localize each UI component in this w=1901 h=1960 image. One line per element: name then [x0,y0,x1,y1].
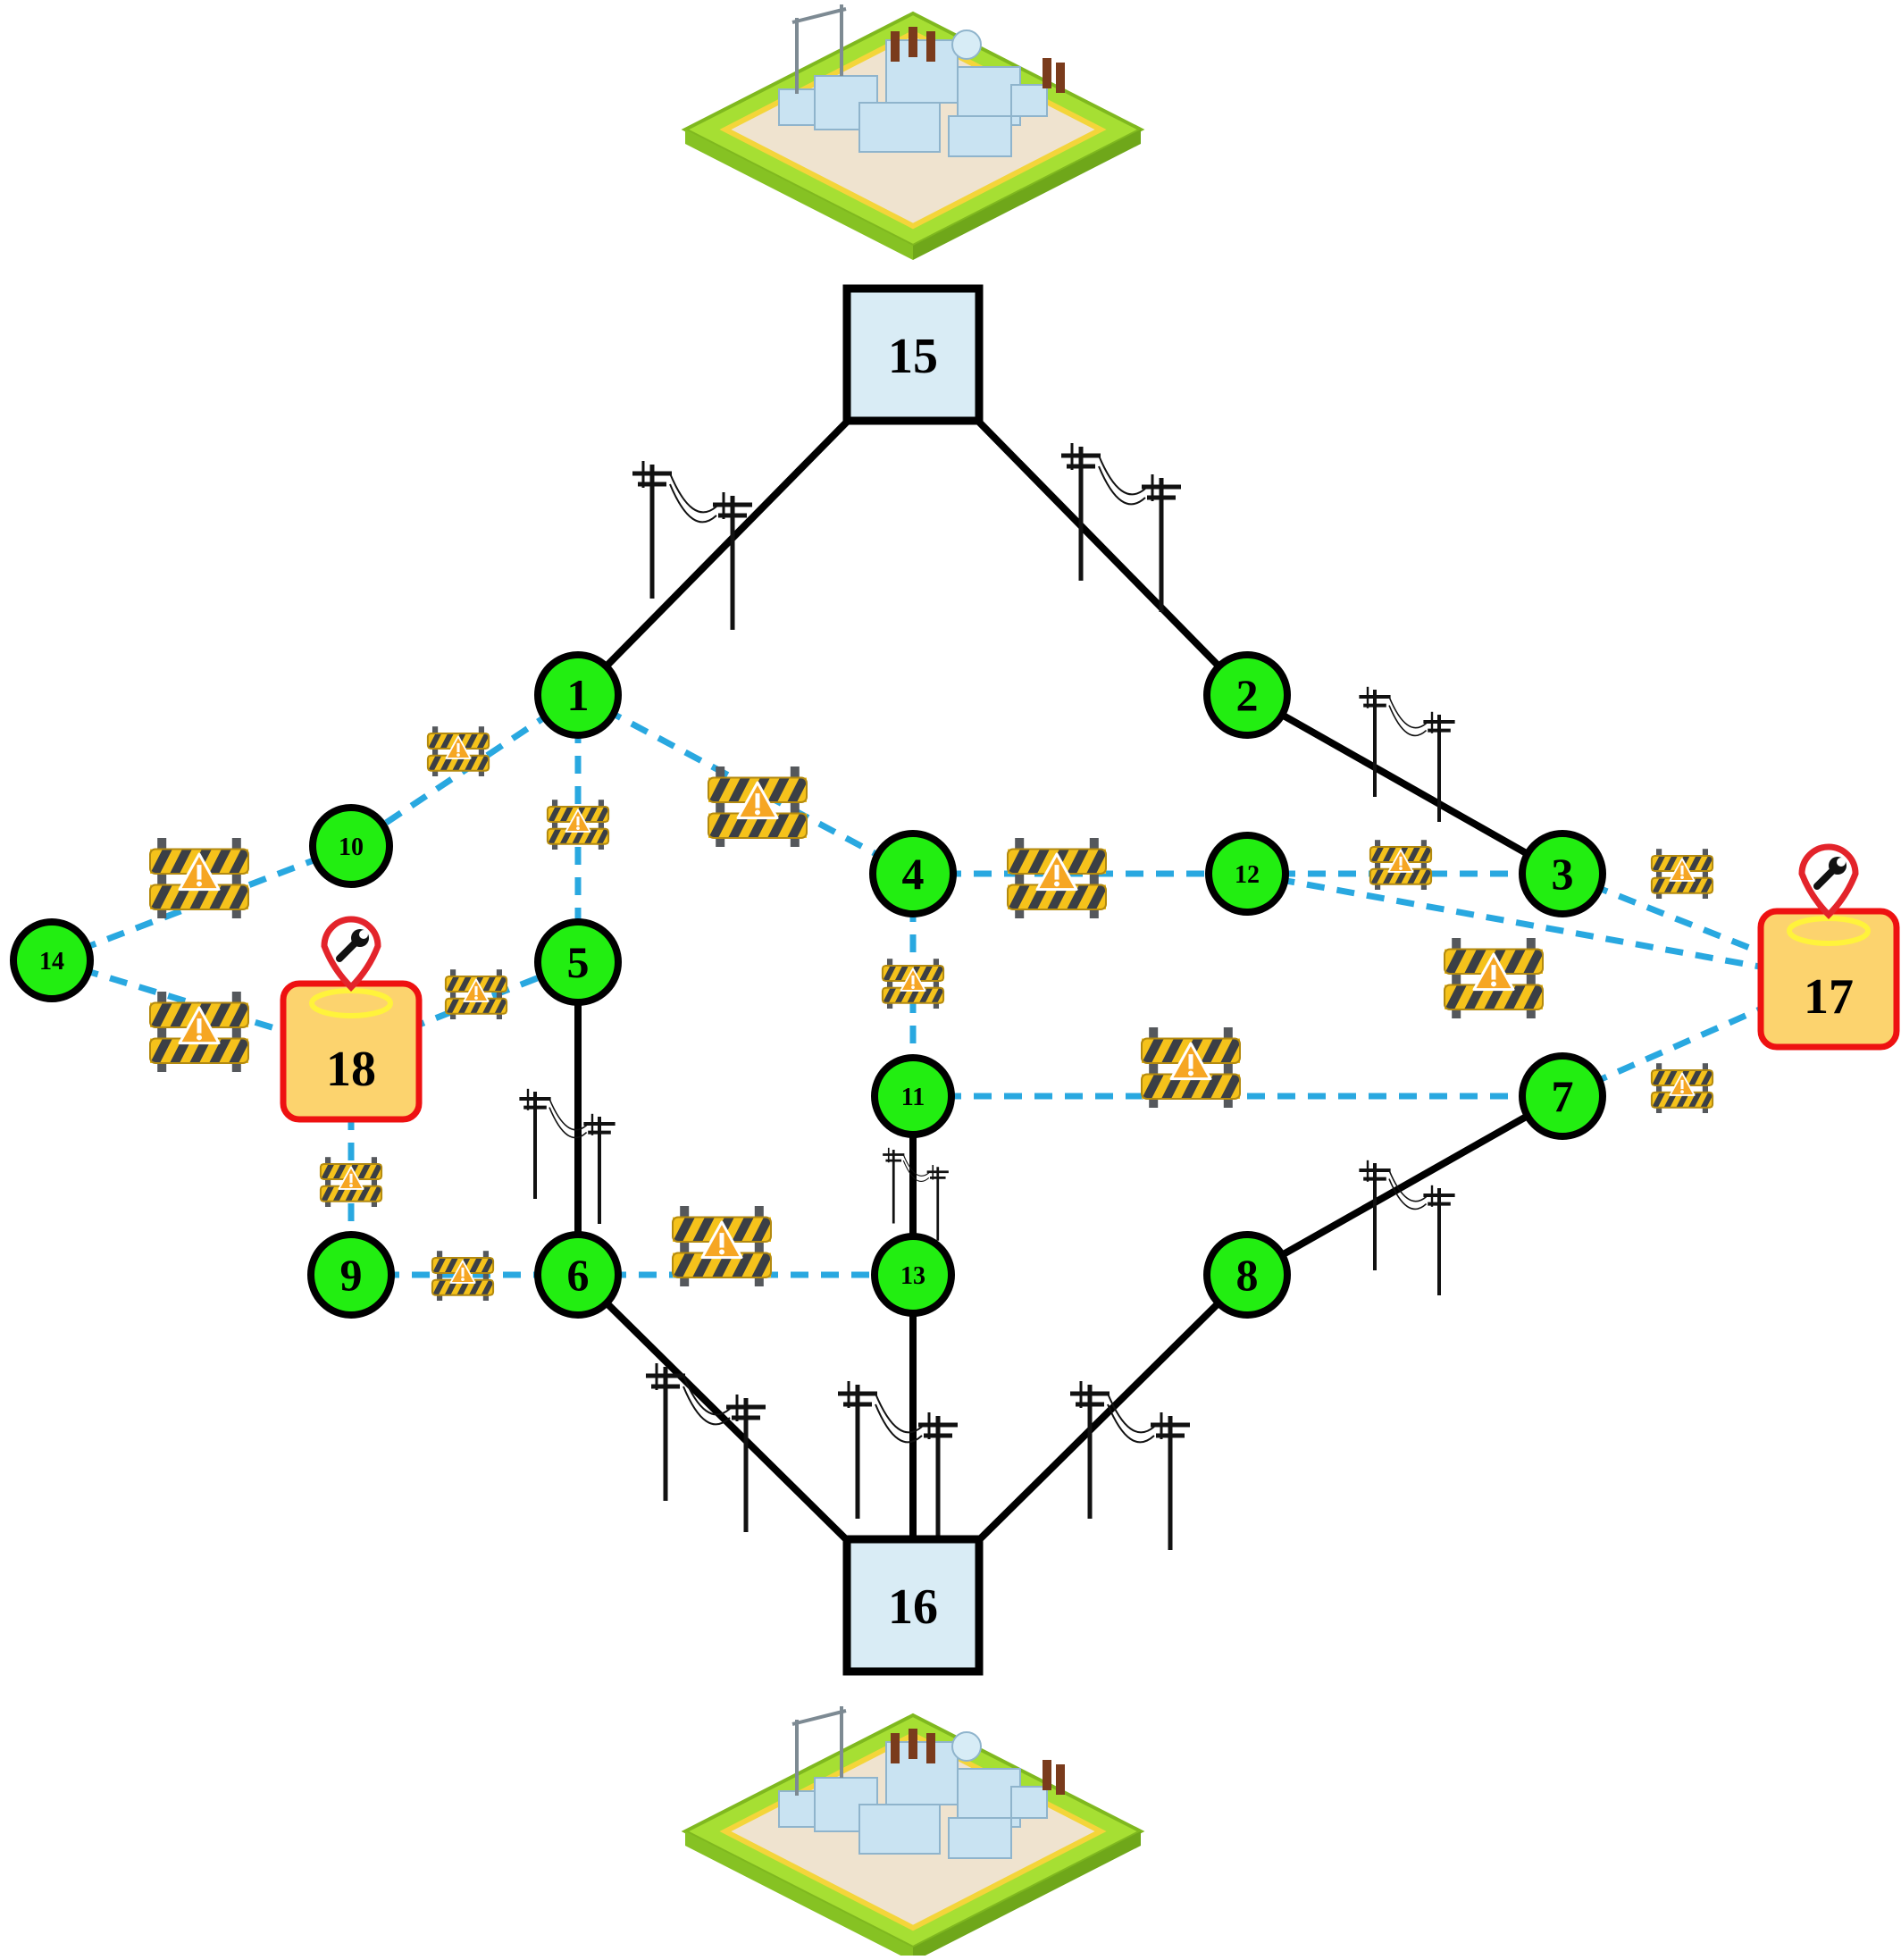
repair-label: 17 [1804,969,1854,1025]
node-label: 9 [340,1250,363,1300]
node-13[interactable]: 13 [871,1233,955,1317]
road-barrier-icon [149,838,249,918]
power-pole-icon [1359,686,1455,822]
node-12[interactable]: 12 [1205,832,1289,916]
road-barrier-icon [444,969,508,1019]
line-3-17 [1561,870,1830,983]
power-pole-icon [1061,443,1181,612]
node-label: 12 [1235,861,1260,889]
node-label: 4 [902,849,925,899]
road-barrier-icon [546,800,610,850]
road-barrier-icon [708,766,808,847]
substation-icon-top [681,4,1145,260]
node-label: 13 [900,1262,925,1290]
node-label: 11 [901,1084,925,1111]
node-11[interactable]: 11 [871,1054,955,1138]
node-7[interactable]: 7 [1519,1052,1606,1140]
node-9[interactable]: 9 [307,1231,395,1319]
node-label: 5 [567,937,590,987]
node-10[interactable]: 10 [309,804,393,888]
line-12-17 [1246,870,1830,983]
node-2[interactable]: 2 [1203,651,1291,739]
node-label: 3 [1552,849,1574,899]
node-6[interactable]: 6 [534,1231,622,1319]
line-2-3 [1245,691,1564,877]
repair-node-17[interactable]: 17 [1757,843,1900,1051]
road-barrier-icon [672,1206,772,1286]
road-barrier-icon [149,992,249,1072]
repair-label: 18 [326,1042,376,1097]
power-pole-icon [632,461,752,630]
node-1[interactable]: 1 [534,651,622,739]
node-label: 1 [567,670,590,720]
line-7-8 [1245,1093,1564,1278]
node-label: 10 [339,833,364,861]
wrench-pin-icon [321,916,381,992]
power-pole-icon [1359,1160,1455,1295]
road-barrier-icon [881,959,945,1009]
node-label: 2 [1236,670,1259,720]
node-5[interactable]: 5 [534,918,622,1006]
wrench-pin-icon [1798,843,1859,919]
node-14[interactable]: 14 [10,918,94,1002]
power-pole-icon [838,1381,958,1550]
node-label: 7 [1552,1071,1574,1121]
substation-node-16[interactable]: 16 [842,1535,984,1676]
road-barrier-icon [1141,1027,1241,1108]
road-barrier-icon [1444,938,1544,1018]
node-4[interactable]: 4 [869,830,957,917]
substation-label: 15 [888,329,938,384]
road-barrier-icon [319,1157,383,1207]
node-label: 8 [1236,1250,1259,1300]
road-barrier-icon [1369,840,1433,890]
power-pole-icon [883,1147,949,1241]
road-barrier-icon [426,726,490,776]
power-pole-icon [519,1088,616,1224]
power-pole-icon [1070,1381,1190,1550]
substation-node-15[interactable]: 15 [842,284,984,425]
substation-icon-bottom [681,1706,1145,1960]
node-label: 14 [39,948,64,976]
node-3[interactable]: 3 [1519,830,1606,917]
road-barrier-icon [1650,849,1714,899]
substation-label: 16 [888,1579,938,1635]
road-barrier-icon [1007,838,1107,918]
road-barrier-icon [431,1251,495,1301]
node-label: 6 [567,1250,590,1300]
road-barrier-icon [1650,1063,1714,1113]
node-8[interactable]: 8 [1203,1231,1291,1319]
repair-node-18[interactable]: 18 [280,916,423,1123]
power-pole-icon [646,1363,766,1532]
